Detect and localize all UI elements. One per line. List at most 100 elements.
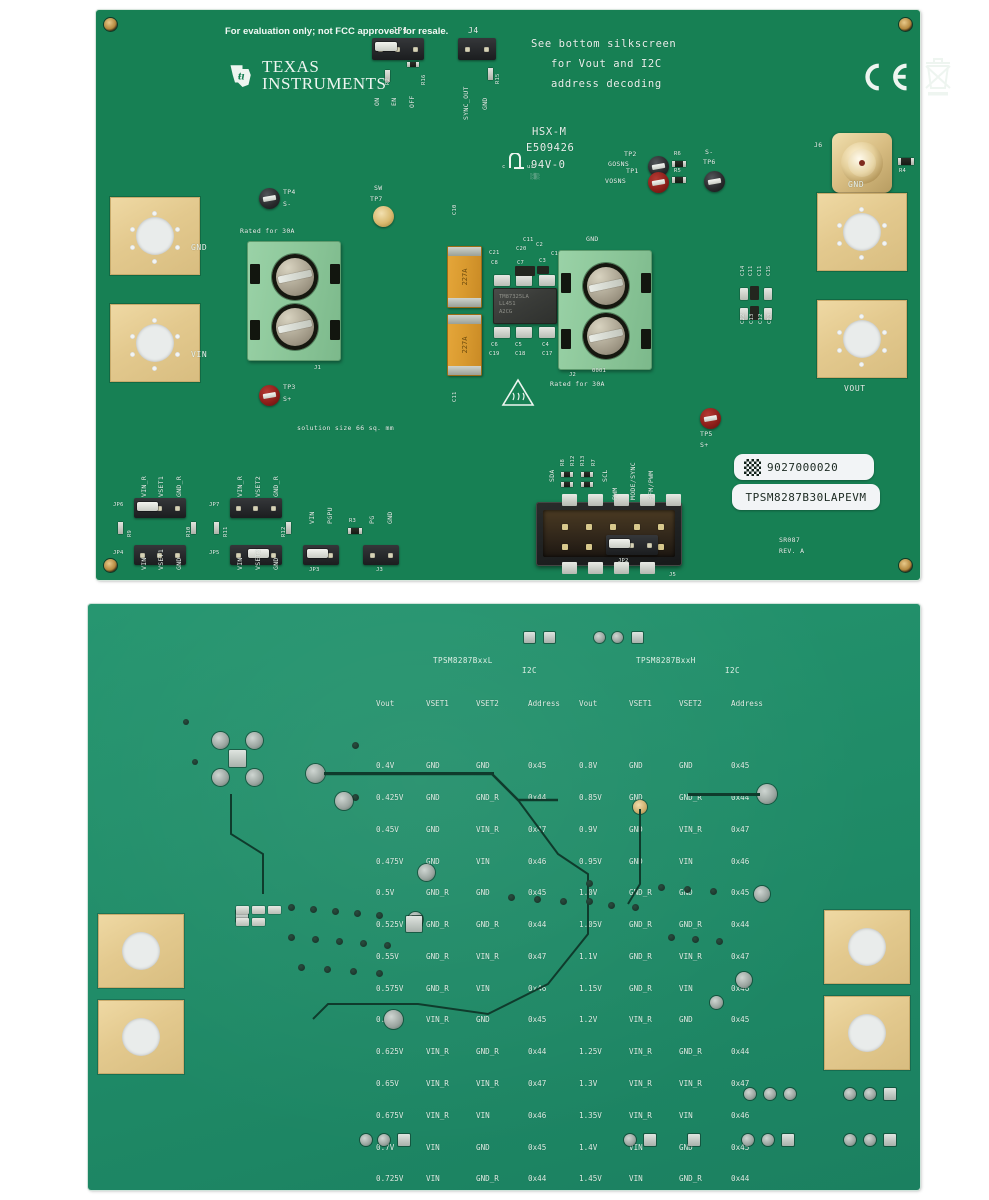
j2-ref: J2 [569,372,577,378]
jp1-ref: JP1 [392,26,409,35]
jp5-shunt[interactable] [248,549,269,558]
terminal-block-j2[interactable] [558,250,652,370]
jp6-ref: JP6 [113,502,124,508]
via-right-trace-end [757,784,777,804]
cap-c20 [515,266,535,276]
test-point-tp1[interactable] [648,172,669,193]
evaluation-only-note: For evaluation only; not FCC approved fo… [225,26,449,37]
jp6-label-gndr: GND_R [175,475,183,497]
header-jp7[interactable] [230,498,282,518]
note-line-2: for Vout and I2C [551,58,662,70]
tp4-ref: TP4 [283,188,296,196]
r5-ref: R5 [674,168,682,174]
pad-c4 [539,327,555,338]
j4-pin-2 [484,46,489,52]
tp6-label: S- [705,148,714,156]
th-vset1: VSET1 [426,699,449,709]
test-point-tp2[interactable] [648,156,669,177]
via-small-c [352,742,359,749]
r9-resistor [118,522,123,534]
j4-pin-1 [465,46,470,52]
c12-ref: C12 [758,313,764,324]
idc-header-j5[interactable] [536,494,682,574]
bottom-pad-upper-left [98,914,184,988]
c10-marking: 227A [460,336,469,354]
via-small-a [183,719,189,725]
via-pad-top-b [544,632,555,643]
jp6-shunt[interactable] [137,502,158,511]
pad-label-gnd-left: GND [191,243,208,252]
table-right-header: Vout VSET1 VSET2 Address [579,699,771,710]
th-vout: Vout [376,699,395,709]
terminal-block-j1[interactable] [247,241,341,361]
header-j3[interactable] [363,545,399,565]
c6-ref: C6 [491,342,499,348]
bottom-smd-e [252,918,265,926]
j1-ref: J1 [314,365,322,371]
tp7-label: SW [374,184,383,192]
tp2-label: GOSNS [608,160,630,168]
header-jp4[interactable] [134,545,186,565]
ti-logo-line2: INSTRUMENTS [262,74,387,93]
note-line-1: See bottom silkscreen [531,38,677,50]
power-module-u1: TM87325LA LL451 A2CG [493,288,557,324]
r3-ref: R3 [349,518,357,524]
jp1-pin-3 [412,46,418,52]
note-line-3: address decoding [551,78,662,90]
jp1-pin-2 [395,46,401,52]
jp3-shunt[interactable] [307,549,328,558]
jp7-label-vset2: VSET2 [254,475,262,497]
sda-label: SDA [548,469,556,482]
mounting-hole-top-right [899,18,912,31]
j3-label-pg: PG [368,515,376,524]
jp1-shunt[interactable] [375,42,397,51]
pad-c23 [764,308,772,320]
jp4-label-vset1: VSET1 [157,548,165,570]
j5-ref: J5 [669,572,677,578]
pcb-bottom-view: TPSM8287BxxL I2C Vout VSET1 VSET2 Addres… [88,604,920,1190]
via-small-b [192,759,198,765]
jp5-ref: JP5 [209,550,220,556]
c1-ref: C11 [748,265,754,276]
jp5-label-gnd: GND [272,557,280,570]
r16-resistor [407,62,419,67]
pad-c5 [516,327,532,338]
jp2-shunt[interactable] [609,539,630,548]
jp1-pin-label-off: OFF [408,95,416,108]
r14-ref: R12 [570,455,576,466]
part-number: TPSM8287B30LAPEVM [745,490,867,504]
test-point-tp5[interactable] [700,408,721,429]
via-pad-top-e [632,632,643,643]
test-point-tp7[interactable] [373,206,394,227]
r10-resistor [191,522,196,534]
test-point-tp4[interactable] [259,188,280,209]
via-test-area [384,1010,403,1029]
j6-ref: J6 [814,141,823,149]
tp6-ref: TP6 [703,158,716,166]
via-cluster-a4 [246,769,263,786]
table-left-i2c-top: I2C [522,666,537,675]
via-left-trace-start [306,764,325,783]
jp2-label-pwm: PWM [611,487,619,500]
header-j4[interactable] [458,38,496,60]
pad-c14 [740,288,748,300]
test-point-tp6[interactable] [704,171,725,192]
table-left-title: TPSM8287BxxL [433,656,493,665]
weee-bin-icon [925,58,951,96]
jp4-label-vin: VIN [140,557,148,570]
sma-connector-j6[interactable] [832,133,892,193]
via-cluster-a2 [246,732,263,749]
j2-rating: Rated for 30A [550,380,605,388]
cap-c13 [750,306,759,320]
hot-surface-warning-icon [501,378,535,406]
trace-right-upper [688,793,760,796]
tp1-label: VOSNS [605,177,627,185]
u1-marking-2: LL451 [499,301,516,308]
test-point-tp3[interactable] [259,385,280,406]
